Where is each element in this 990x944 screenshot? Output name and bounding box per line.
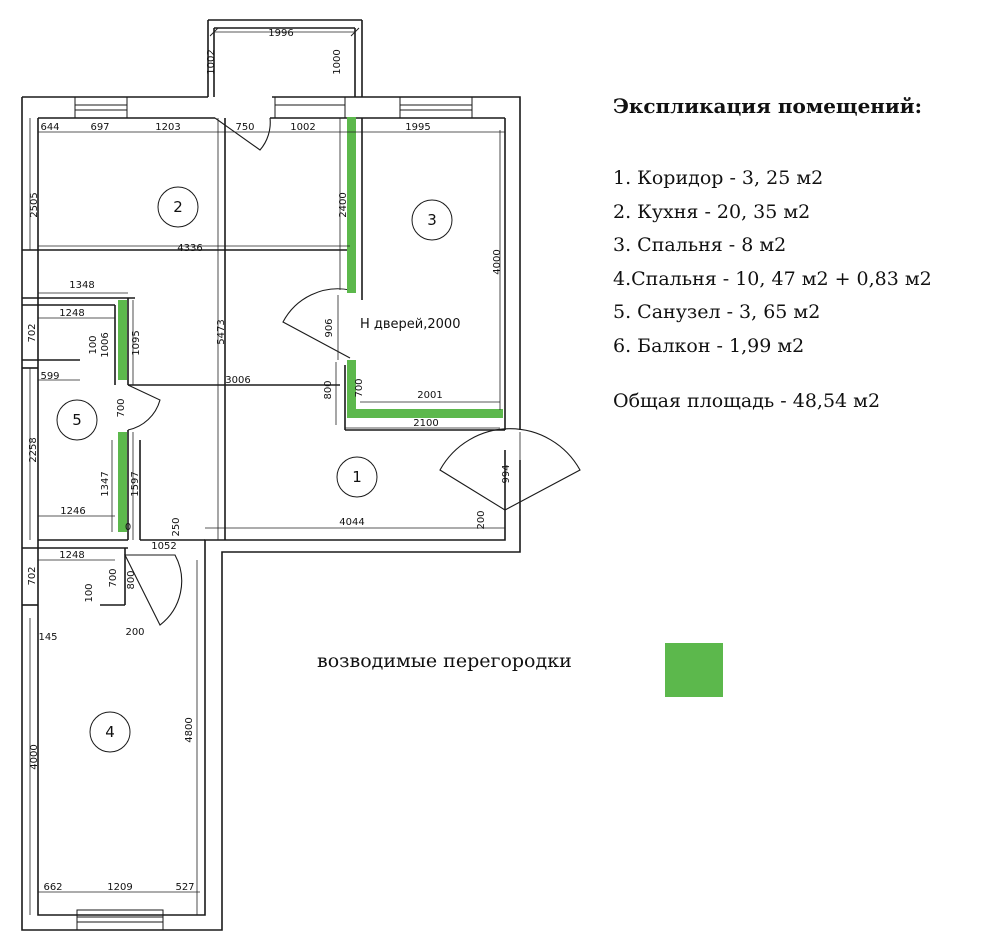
dimension-label: 200: [476, 510, 487, 529]
dimension-label: 800: [323, 380, 334, 399]
dimension-label: 200: [125, 627, 144, 638]
room-number: 2: [173, 198, 183, 216]
dimension-label: 5473: [216, 319, 227, 344]
partition-bedroom-corridor-vertical: [347, 360, 356, 418]
balcony: [207, 19, 363, 97]
dimension-label: 1248: [59, 550, 84, 561]
dimension-label: 4336: [177, 243, 202, 254]
partition-bedroom-corridor-horizontal: [347, 409, 503, 418]
dimension-label: 2400: [338, 192, 349, 217]
dimension-label: 100: [84, 583, 95, 602]
dimension-label: 250: [171, 517, 182, 536]
explication-item-bedroom-4: 4.Спальня - 10, 47 м2 + 0,83 м2: [613, 267, 932, 290]
dimension-label: 1347: [100, 471, 111, 496]
outer-walls: [21, 96, 521, 931]
dimension-label: 750: [235, 122, 254, 133]
partition-wc-lower: [118, 432, 127, 532]
dimension-label: 994: [501, 464, 512, 483]
room-number: 3: [427, 211, 437, 229]
dimension-label: 0: [125, 522, 131, 533]
dimension-label: 2001: [417, 390, 442, 401]
dimension-label: 700: [108, 568, 119, 587]
total-area: Общая площадь - 48,54 м2: [613, 390, 881, 412]
explication-item-bathroom: 5. Санузел - 3, 65 м2: [613, 301, 821, 323]
dimension-label: 1995: [405, 122, 430, 133]
door-height-note: Н дверей,2000: [360, 317, 460, 332]
partition-kitchen-bedroom: [347, 117, 356, 293]
partitions-key-swatch: [665, 643, 723, 697]
explication-title: Экспликация помещений:: [613, 94, 922, 118]
dimension-label: 1209: [107, 882, 132, 893]
partition-wc-upper: [118, 300, 127, 380]
dimension-label: 145: [38, 632, 57, 643]
dimension-label: 2505: [29, 192, 40, 217]
explication-item-balcony: 6. Балкон - 1,99 м2: [613, 334, 805, 357]
dimension-label: 4000: [492, 249, 503, 274]
new-partitions: [118, 117, 503, 532]
explication-item-bedroom-3: 3. Спальня - 8 м2: [613, 234, 787, 256]
dimension-label: 4044: [339, 517, 364, 528]
dimension-label: 702: [27, 323, 38, 342]
dimension-label: 662: [43, 882, 62, 893]
room-markers: 2 3 1 5 4: [56, 186, 453, 753]
dimension-label: 1597: [130, 471, 141, 496]
explication-list: 1. Коридор - 3, 25 м2 2. Кухня - 20, 35 …: [613, 162, 932, 363]
partitions-key-label: возводимые перегородки: [317, 650, 572, 672]
explication-item-kitchen: 2. Кухня - 20, 35 м2: [613, 200, 811, 223]
dimension-label: 100: [88, 335, 99, 354]
dimension-label: 1248: [59, 308, 84, 319]
dimension-label: 1002: [206, 49, 217, 74]
dimension-label: 4000: [29, 744, 40, 769]
dimension-label: 1203: [155, 122, 180, 133]
dimension-label: 527: [175, 882, 194, 893]
dimension-label: 906: [324, 318, 335, 337]
dimension-label: 1052: [151, 541, 176, 552]
dimension-label: 700: [116, 398, 127, 417]
dimension-label: 1002: [290, 122, 315, 133]
dimension-label: 4800: [184, 717, 195, 742]
dimension-label: 1348: [69, 280, 94, 291]
dimension-label: 700: [354, 378, 365, 397]
explication-item-corridor: 1. Коридор - 3, 25 м2: [613, 167, 824, 189]
dimension-label: 1095: [131, 330, 142, 355]
dimension-label: 2100: [413, 418, 438, 429]
dimension-label: 1006: [100, 332, 111, 357]
dimension-label: 800: [126, 570, 137, 589]
dimension-label: 2258: [28, 437, 39, 462]
dimension-label: 644: [40, 122, 59, 133]
room-number: 1: [352, 468, 362, 486]
dimension-label: 1996: [268, 28, 293, 39]
dimension-labels: 1996 1002 1000 644 697 1203 750 1002 199…: [27, 28, 512, 893]
dimension-label: 1246: [60, 506, 85, 517]
dimension-lines: [29, 118, 521, 915]
room-number: 5: [72, 411, 82, 429]
dimension-label: 1000: [332, 49, 343, 74]
dimension-label: 702: [27, 566, 38, 585]
dimension-label: 697: [90, 122, 109, 133]
dimension-label: 3006: [225, 375, 250, 386]
room-number: 4: [105, 723, 115, 741]
dimension-label: 599: [40, 371, 59, 382]
